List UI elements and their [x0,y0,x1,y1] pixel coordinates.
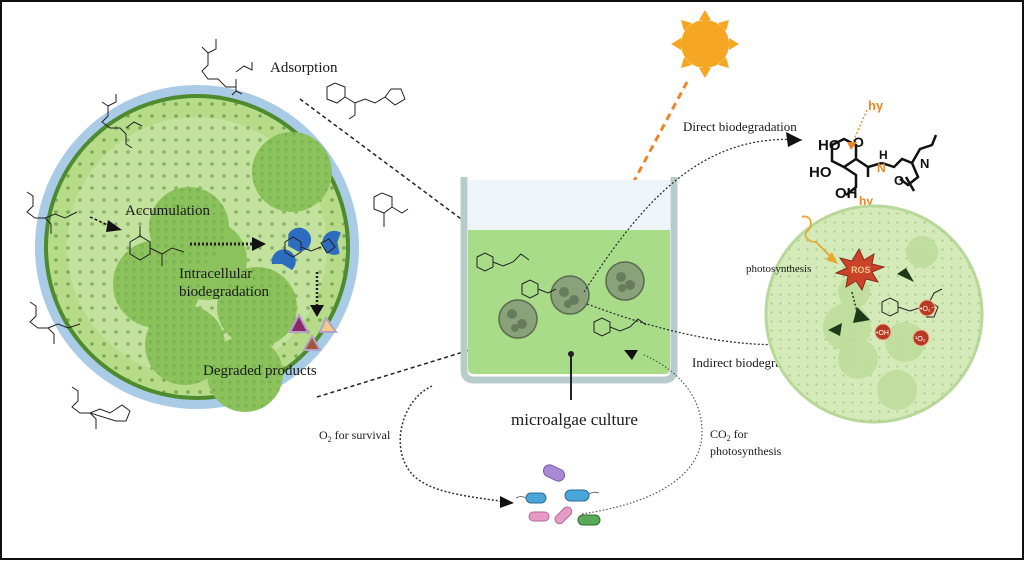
co2-arrowhead [624,350,638,360]
ros-arrow-down-line [851,291,858,313]
label-degraded-products: Degraded products [203,363,317,379]
antibiotic-molecule-structure: HO HO OH O H N O N hγ hγ [809,98,938,208]
product-triangle-yellow [318,315,338,333]
adsorbed-molecule [29,301,81,344]
ros-label: ROS [851,265,871,275]
svg-text:•OH: •OH [876,330,889,337]
atom-n-ring: N [920,156,929,171]
photosynthesis-light-squiggle [801,215,833,259]
product-triangle-purple [288,312,310,333]
ros-burst-icon: ROS [834,247,886,292]
beaker-glass [460,177,678,384]
bacterium-purple [542,464,566,482]
suspended-cells [498,261,645,339]
atom-ho-2: HO [809,164,832,181]
atom-nh-h: H [879,148,888,162]
radical-singlet-oxygen: ¹O₂ [912,329,930,347]
culture-pointer-dot [568,351,574,357]
svg-text:¹O₂: ¹O₂ [915,336,926,343]
label-intracellular-2: biodegradation [179,284,269,300]
label-direct-biodegradation: Direct biodegradation [683,119,797,134]
label-o2-survival: O2 for survival [319,428,391,444]
label-adsorption: Adsorption [270,60,338,76]
label-co2: CO2 for [710,427,748,443]
bacteria-cluster [515,464,601,526]
beaker [460,177,678,400]
radical-superoxide: •O₂⁻ [918,299,936,317]
enzyme-bound-molecule [284,236,336,258]
label-intracellular-1: Intracellular [179,266,252,282]
sun-icon [671,10,739,78]
dissolved-antibiotic-molecules [476,252,647,337]
direct-biodegradation-path [583,138,803,293]
adsorbed-molecule [326,82,406,120]
bacterium-pink-diagonal [554,506,573,525]
indirect-arrowhead [828,323,842,336]
atom-oh: OH [835,185,858,202]
beaker-headspace [468,180,670,232]
ros-arrow-down [853,307,870,323]
degraded-products [288,312,338,351]
adsorbed-molecule [373,192,409,227]
photosynthesis-arrowhead [826,252,838,264]
intracellular-antibiotic-molecule [129,226,185,266]
label-accumulation: Accumulation [125,203,210,219]
adsorbed-molecule [71,386,131,429]
atom-nh-n: N [877,161,886,175]
adsorbed-molecule [26,191,78,234]
products-arrowhead [310,305,324,317]
o2-arrowhead [500,496,514,508]
bacterium-blue-small [515,492,547,504]
bacterium-green [577,514,601,526]
radical-oh: •OH [874,323,892,341]
label-hv-top: hγ [868,98,884,113]
label-microalgae-culture: microalgae culture [511,410,638,429]
enzyme-pacman [288,227,312,252]
label-co2-photosynthesis: photosynthesis [710,444,782,458]
bacterium-pink-horizontal [528,511,550,522]
adsorbed-molecule [101,94,143,149]
adsorbed-antibiotic-molecules [26,39,409,429]
label-hv-bottom: hγ [859,194,873,208]
uptake-arrowhead [106,220,122,232]
degradation-arrowhead [252,237,266,251]
o2-exchange-path [399,385,508,503]
suspended-cell [605,261,645,301]
atom-ho-1: HO [818,137,841,154]
right-microalgae-cell: photosynthesis ROS •OH •O₂⁻ ¹O₂ [746,204,984,424]
ros-arrow-right [897,268,914,282]
atom-o-ring: O [853,134,864,150]
label-photosynthesis: photosynthesis [746,263,811,275]
adsorbed-molecule [201,39,253,96]
suspended-cell-highlighted [550,275,590,315]
suspended-cell [498,299,538,339]
right-cell-chloroplasts [823,236,938,410]
atom-o-carbonyl: O [894,173,904,188]
svg-text:•O₂⁻: •O₂⁻ [920,306,935,313]
hv-ray-top-tip [847,142,857,150]
product-triangle-brown [302,333,322,351]
bacterium-blue-large [564,489,600,502]
direct-biodegradation-arrowhead [786,132,802,147]
left-microalgae-cell: Accumulation Intracellular biodegradatio… [35,85,359,412]
